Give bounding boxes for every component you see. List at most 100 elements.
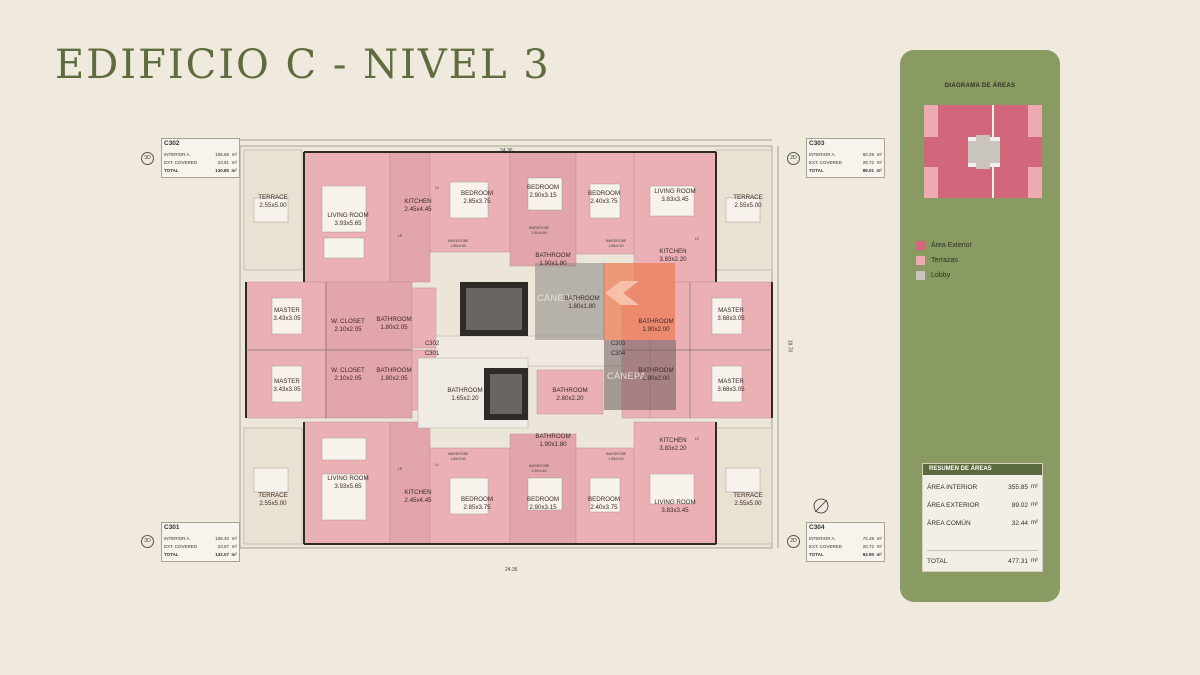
furniture [589,183,621,219]
exterior-zone [1000,137,1042,167]
furniture [449,477,489,515]
area-diagram [924,105,1042,198]
unit-name: C304 [809,524,825,531]
logo-shade [535,263,605,340]
summary-title: RESUMEN DE ÁREAS [923,464,1042,475]
exterior-area [389,151,431,283]
furniture [321,437,367,461]
unit-label: C304 [610,351,626,357]
fixture-label: LV [434,463,440,467]
furniture [527,477,563,511]
furniture [649,473,695,505]
stair-core [466,288,522,330]
fixture-label: 1.65x0.60 [608,244,624,248]
furniture [449,181,489,219]
logo-text: CÁNEPA [537,293,577,303]
terrace-zone [1028,167,1042,198]
fixture-label: WARDROBE [605,239,627,243]
exterior-zone [938,167,992,198]
exterior-area [633,151,717,283]
furniture [323,237,365,259]
fixture-label: WARDROBE [528,226,550,230]
furniture [725,467,761,493]
exterior-area [389,421,431,545]
terrace-zone [924,105,938,137]
area-legend: Área Exterior Terrazas Lobby [916,238,972,283]
exterior-area [325,281,413,351]
fixture-label: LV [694,437,700,441]
furniture [271,297,303,335]
furniture [321,473,367,521]
summary-divider [927,550,1038,551]
north-arrow-icon [813,498,829,514]
furniture [725,197,761,223]
fixture-label: 1.90x0.60 [531,469,547,473]
furniture [527,177,563,211]
dimension-top: 24.36 [500,148,513,154]
dimension-bottom: 24.36 [505,567,518,573]
unit-name: C303 [809,140,825,147]
fixture-label: 1.90x0.60 [531,231,547,235]
floor-plan [239,139,779,549]
exterior-area [325,349,413,419]
furniture [253,467,289,493]
legend-swatch [916,241,925,250]
terrace-zone [924,167,938,198]
side-panel: DIAGRAMA DE ÁREAS Área Exterior Terrazas… [900,50,1060,602]
exterior-zone [938,105,992,137]
unit-type-badge: 2D [787,152,800,165]
canepa-logo [604,340,676,410]
unit-name: C302 [164,140,180,147]
furniture [649,185,695,217]
legend-item: Lobby [916,268,972,283]
unit-label: C301 [424,351,440,357]
exterior-zone [994,105,1028,137]
exterior-area [411,287,437,349]
fixture-label: WARDROBE [605,452,627,456]
legend-swatch [916,256,925,265]
diagram-title: DIAGRAMA DE ÁREAS [944,83,1016,89]
logo-shade [604,340,676,410]
furniture [271,365,303,403]
fixture-label: 1.85x0.60 [450,457,466,461]
furniture [253,197,289,223]
fixture-label: 1.65x0.60 [608,457,624,461]
dimension-right: 18.70 [786,339,793,353]
exterior-area [536,369,604,415]
fixture-label: LV [434,186,440,190]
lobby-zone [976,135,990,169]
unit-type-badge: 2D [787,535,800,548]
unit-type-badge: 3D [141,152,154,165]
furniture [321,185,367,233]
area-summary-table: RESUMEN DE ÁREAS ÁREA INTERIOR 355.85 m²… [922,463,1043,572]
furniture [711,297,743,335]
